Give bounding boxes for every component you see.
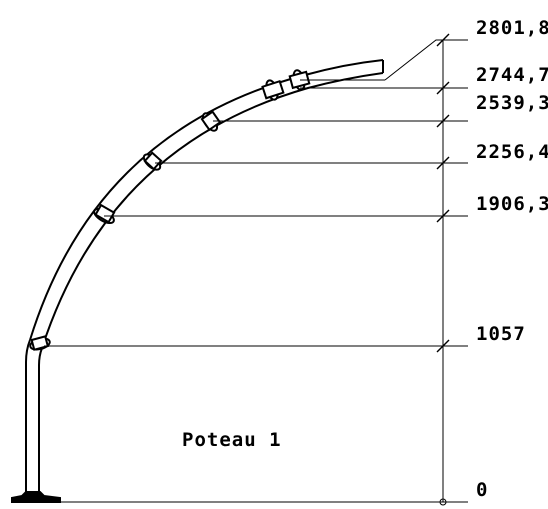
dim-label-2539: 2539,3 bbox=[476, 92, 548, 114]
bracket-2744b bbox=[288, 69, 311, 91]
dimension-labels: 2801,8 2744,7 2539,3 2256,4 1906,3 1057 … bbox=[476, 17, 548, 501]
post-straight-section bbox=[25, 339, 43, 492]
dim-label-1057: 1057 bbox=[476, 323, 526, 345]
leader-top bbox=[300, 39, 468, 81]
part-label: Poteau 1 bbox=[182, 429, 282, 451]
extension-lines bbox=[44, 87, 468, 503]
bracket-2256 bbox=[142, 151, 163, 171]
bracket-1057 bbox=[29, 335, 51, 351]
dimension-ticks bbox=[436, 33, 450, 353]
bracket-clamps bbox=[29, 69, 311, 351]
dim-label-2256: 2256,4 bbox=[476, 141, 548, 163]
dim-label-2744: 2744,7 bbox=[476, 64, 548, 86]
dim-label-0: 0 bbox=[476, 479, 488, 501]
arch-tube bbox=[29, 59, 384, 349]
bracket-2744a bbox=[261, 79, 285, 101]
dim-label-2801: 2801,8 bbox=[476, 17, 548, 39]
dim-label-1906: 1906,3 bbox=[476, 193, 548, 215]
bracket-2539 bbox=[200, 110, 222, 132]
base-plate bbox=[11, 491, 61, 503]
dimension-axis bbox=[439, 40, 447, 506]
